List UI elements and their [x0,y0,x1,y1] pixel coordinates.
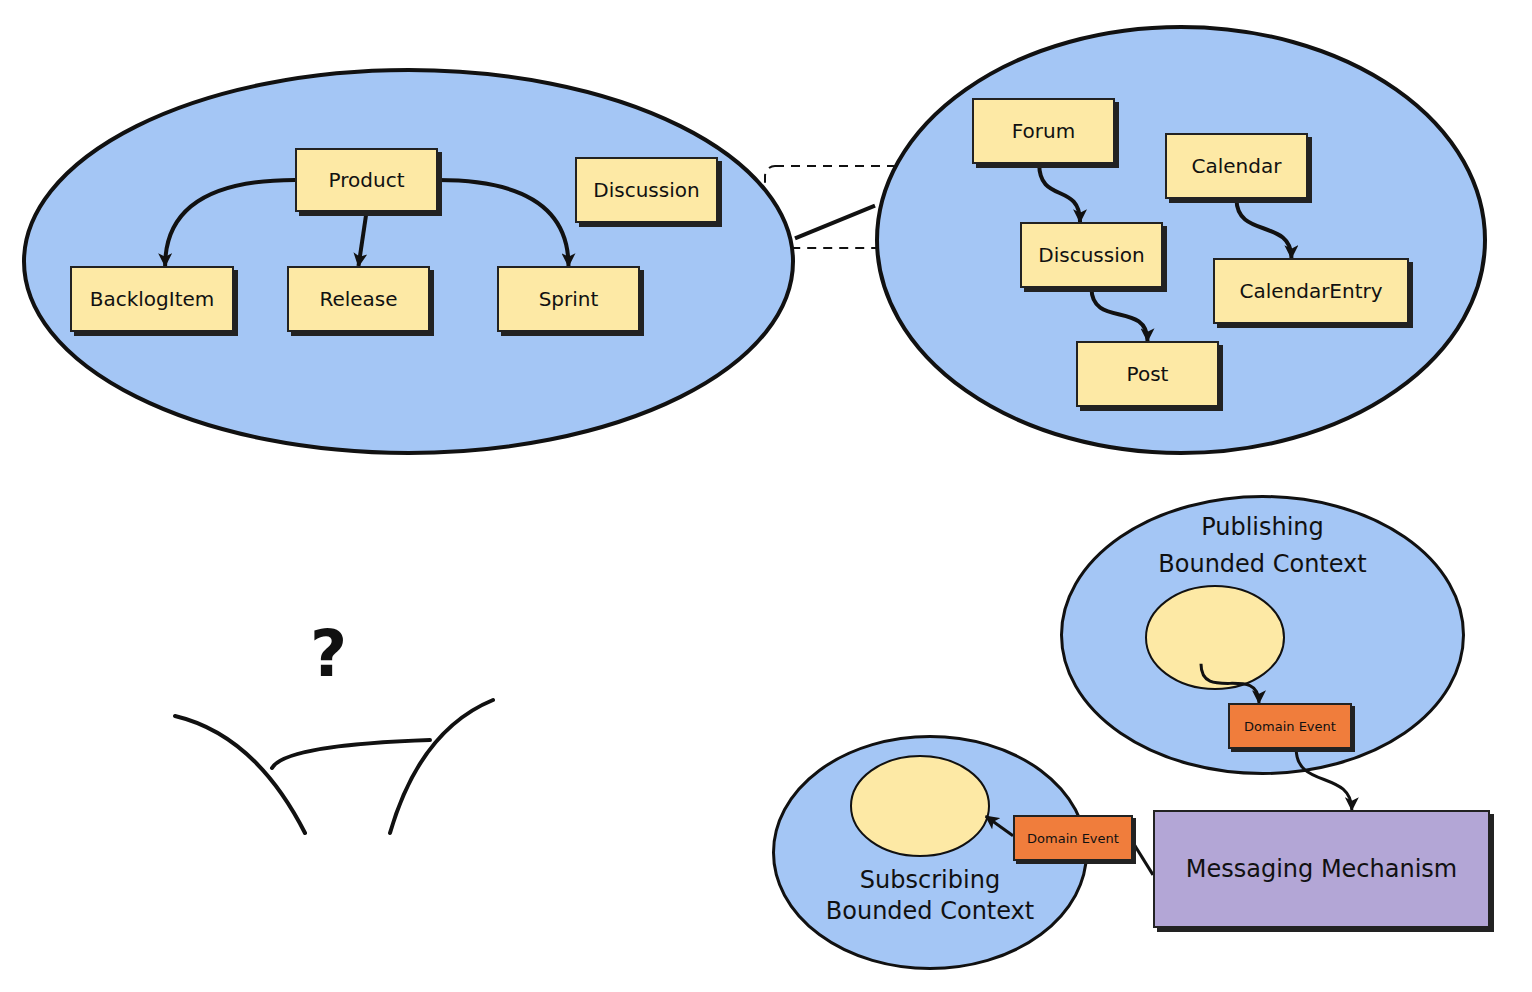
context-ellipse [1145,585,1285,690]
ellipse-outline [1145,585,1285,690]
box-label: Messaging Mechanism [1186,855,1458,883]
question-mark: ? [310,622,347,686]
entity-box: Discussion [1020,222,1163,288]
context-ellipse [850,755,990,857]
context-ellipse: Subscribing Bounded ContextDomain Event [772,735,1088,970]
ellipse-outline [850,755,990,857]
connector-arrow [1133,843,1153,875]
entity-box: Domain Event [1228,703,1352,749]
context-ellipse: Product DiscussionBacklogItem Release Sprin… [22,68,795,455]
box-label: Forum [1012,119,1075,143]
entity-box: CalendarEntry [1213,258,1409,324]
entity-box: Product [295,148,438,212]
box-label: CalendarEntry [1239,279,1382,303]
context-title: Publishing Bounded Context [1148,509,1378,583]
entity-box: Discussion [575,157,718,223]
entity-box: Forum [972,98,1115,164]
entity-box: Post [1076,341,1219,407]
entity-box: BacklogItem [70,266,234,332]
bridge-illustration [175,700,493,833]
entity-box: Calendar [1165,133,1308,199]
entity-box: Release [287,266,430,332]
entity-box: Domain Event [1013,815,1133,861]
box-label: Post [1127,362,1169,386]
context-title: Subscribing Bounded Context [815,865,1045,927]
box-label: Product [329,168,405,192]
box-label: Discussion [1038,243,1144,267]
box-label: BacklogItem [90,287,215,311]
box-label: Domain Event [1027,831,1119,846]
ellipse-outline [22,68,795,455]
box-label: Calendar [1192,154,1282,178]
entity-box: Messaging Mechanism [1153,810,1490,928]
box-label: Sprint [539,287,599,311]
connector-arrow [795,206,875,239]
context-ellipse: Publishing Bounded ContextDomain Event [1060,495,1465,775]
box-label: Release [319,287,397,311]
box-label: Domain Event [1244,719,1336,734]
context-ellipse: ForumCalendarDiscussionCalendarEntryPost [875,25,1487,455]
entity-box: Sprint [497,266,640,332]
box-label: Discussion [593,178,699,202]
